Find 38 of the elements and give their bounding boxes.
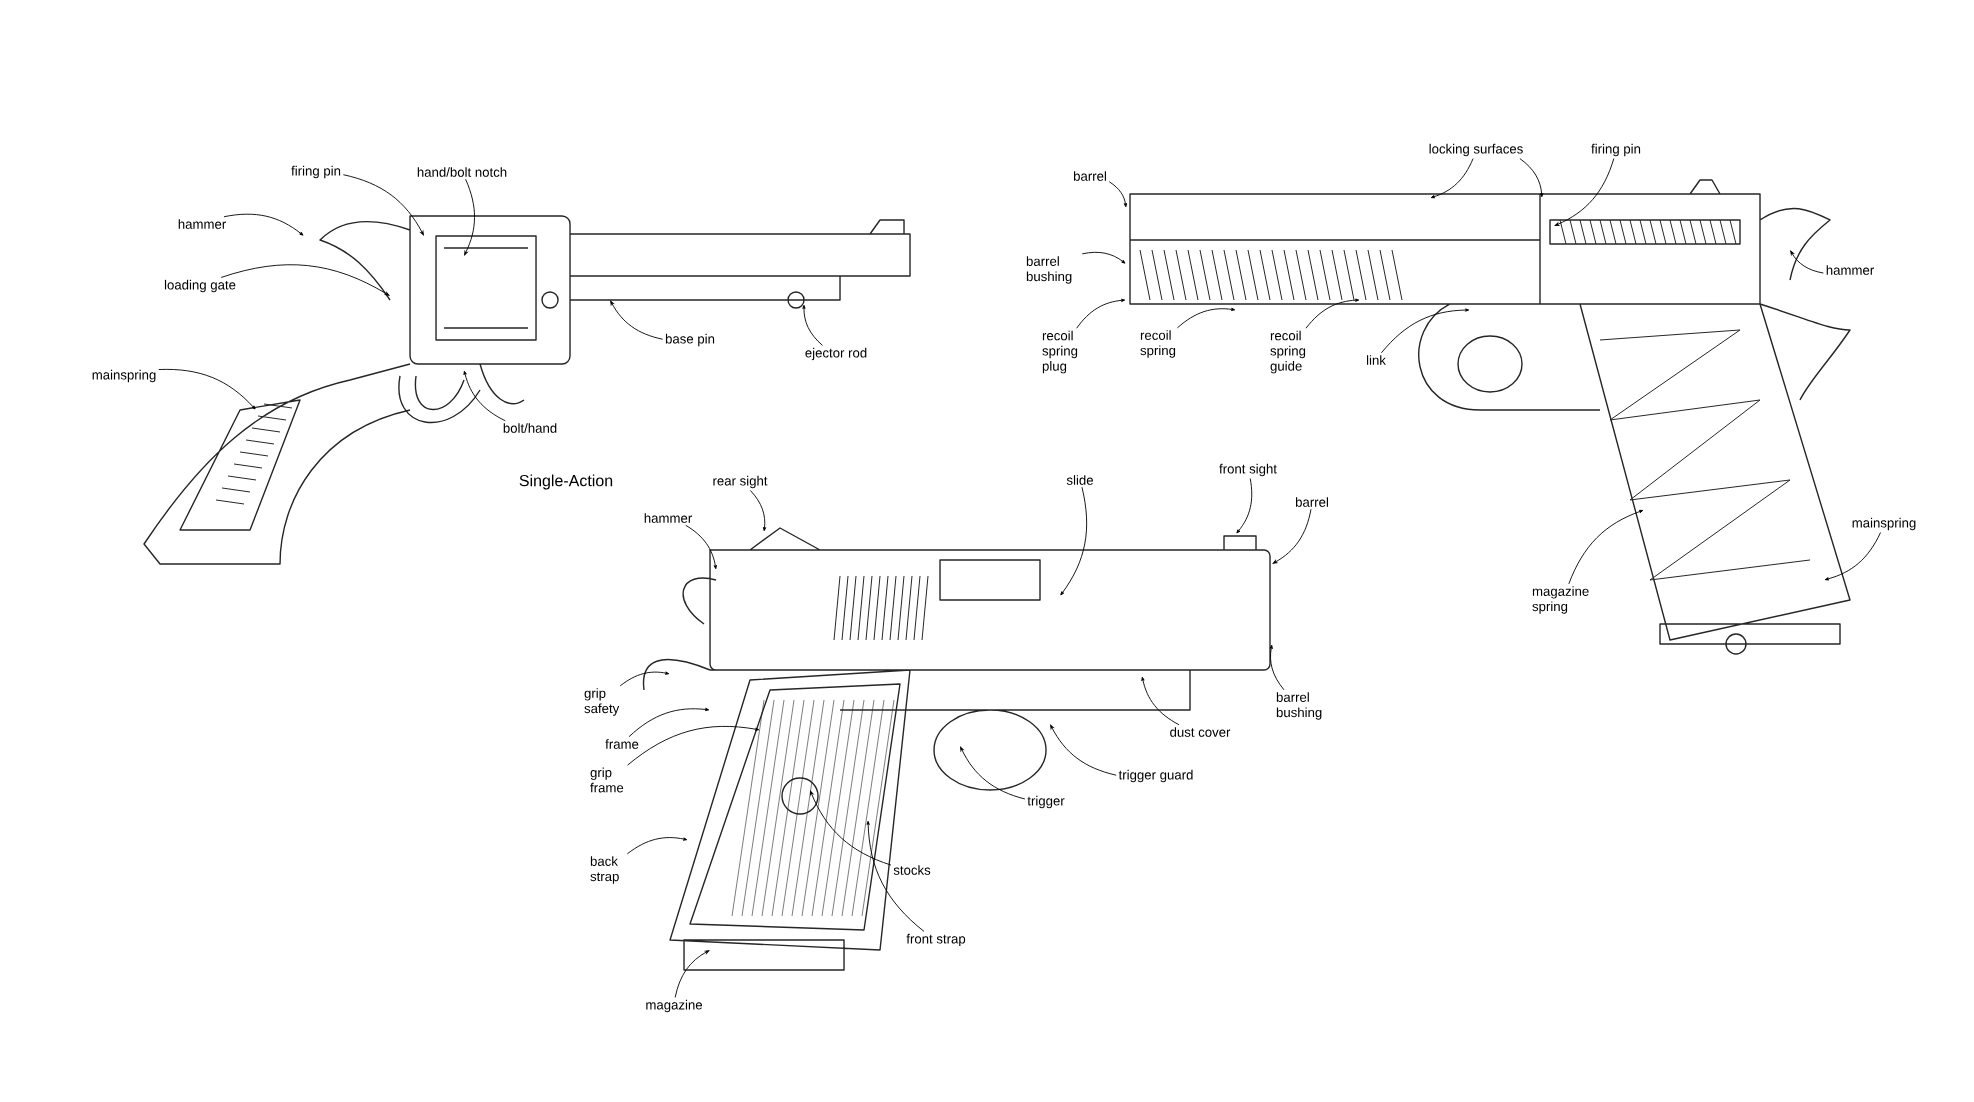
leader-line	[750, 490, 767, 532]
leader-line	[626, 837, 688, 855]
leader-line	[674, 950, 710, 998]
leader-line	[802, 304, 823, 346]
leader-line	[1824, 532, 1881, 581]
leader-line	[1141, 676, 1180, 726]
leader-line	[1081, 251, 1126, 264]
leader-line	[1177, 307, 1236, 329]
leader-line	[463, 370, 506, 422]
leader-line	[1076, 298, 1126, 329]
leader-line	[342, 174, 424, 236]
leader-line	[1050, 724, 1117, 776]
leader-line	[1236, 478, 1253, 534]
pistol-drawing	[642, 527, 1271, 971]
leader-line	[685, 524, 717, 570]
leader-line	[1272, 508, 1312, 564]
leader-line	[1790, 250, 1824, 274]
caption: Single-Action	[519, 474, 613, 490]
leader-line	[628, 707, 710, 738]
leader-line	[464, 178, 475, 256]
leader-line	[158, 368, 256, 410]
leader-line	[627, 725, 760, 766]
leader-line	[1568, 509, 1644, 585]
leader-line	[810, 790, 892, 866]
leader-line	[960, 746, 1026, 800]
leader-line	[1554, 158, 1615, 226]
leader-line	[1305, 298, 1360, 329]
leader-line	[1269, 644, 1285, 691]
leader-line	[223, 213, 304, 236]
leader-line	[619, 671, 670, 687]
leader-line	[1430, 158, 1474, 199]
leader-line	[1060, 486, 1088, 596]
leader-line	[1108, 181, 1128, 208]
leader-line	[220, 264, 390, 296]
leader-line	[1380, 308, 1470, 354]
leader-line	[1519, 158, 1544, 198]
leader-line	[610, 300, 664, 340]
leader-line	[866, 820, 925, 932]
